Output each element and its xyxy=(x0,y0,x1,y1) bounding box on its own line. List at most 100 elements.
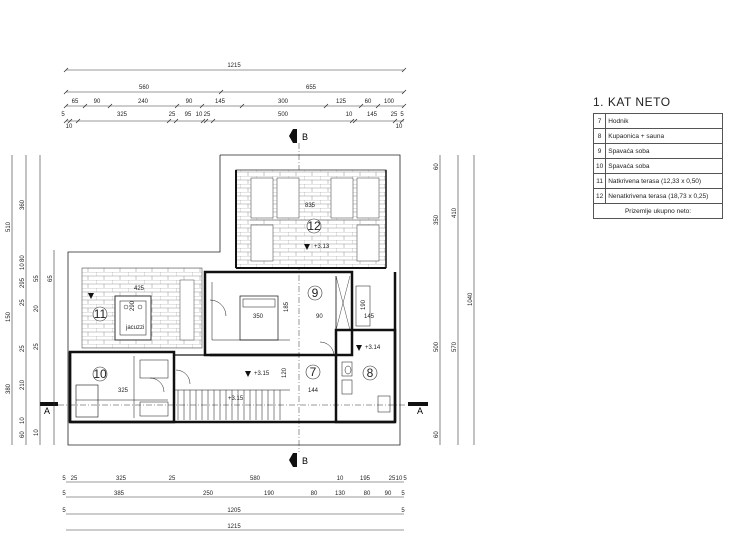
room-10-bedroom xyxy=(68,350,176,424)
dim-bot-5f: 5 xyxy=(401,508,405,514)
legend-num: 10 xyxy=(592,158,607,174)
dim-bot-25b: 25 xyxy=(169,476,176,482)
dim-left-10c: 10 xyxy=(34,429,40,436)
dim-bot-25a: 25 xyxy=(71,476,78,482)
level-313: +3.13 xyxy=(314,244,330,250)
dim-top-25a: 25 xyxy=(169,112,176,118)
room-number-10: 10 xyxy=(93,367,107,381)
legend-total-row: Prizemlje ukupno neto: xyxy=(593,203,723,219)
section-marker-a-left: A xyxy=(40,402,405,416)
dim-190: 190 xyxy=(361,299,367,310)
room-number-8: 8 xyxy=(367,366,374,380)
dim-left-20: 20 xyxy=(34,305,40,312)
room-number-11: 11 xyxy=(94,307,107,321)
dim-bot-580: 580 xyxy=(250,476,261,482)
section-label-b-top: B xyxy=(302,132,308,142)
level-315-a: +3.15 xyxy=(254,371,270,377)
top-dimensions xyxy=(63,67,407,124)
legend-room-name: Natkrivena terasa (12,33 x 0,50) xyxy=(605,173,723,189)
terrace-11: jacuzzi 11 425 290 xyxy=(81,267,203,349)
dim-top-90a: 90 xyxy=(94,99,101,105)
dim-bot-5d: 5 xyxy=(401,491,405,497)
dim-left-25b: 25 xyxy=(20,345,26,352)
room-number-7: 7 xyxy=(310,365,317,379)
left-dimensions xyxy=(11,155,55,445)
dim-top-300: 300 xyxy=(278,99,289,105)
dim-bot-10a: 10 xyxy=(337,476,344,482)
dim-144: 144 xyxy=(308,388,319,394)
legend-row: 10 Spavaća soba xyxy=(592,158,723,174)
jacuzzi-label: jacuzzi xyxy=(125,325,144,331)
dim-top-25b: 25 xyxy=(204,112,211,118)
section-marker-b-bottom: B xyxy=(289,453,308,467)
bottom-dimension-labels: 5 25 325 25 580 10 195 25 10 5 5 385 250… xyxy=(62,476,407,530)
dim-top-325: 325 xyxy=(117,112,128,118)
left-dimension-labels: 510 360 80 10 295 25 150 25 210 380 10 6… xyxy=(6,199,54,438)
dim-top-25c: 25 xyxy=(391,112,398,118)
legend-row: 7 Hodnik xyxy=(592,113,723,129)
dim-left-80: 80 xyxy=(20,255,26,262)
dim-bot-385: 385 xyxy=(114,491,125,497)
dim-right-570: 570 xyxy=(452,341,458,352)
dim-left-150: 150 xyxy=(6,311,12,322)
dim-left-210: 210 xyxy=(20,379,26,390)
dim-bot-5c: 5 xyxy=(62,491,66,497)
exterior-walls xyxy=(68,272,397,424)
dim-top-100: 100 xyxy=(384,99,395,105)
legend-row: 9 Spavaća soba xyxy=(592,143,723,159)
dim-bot-190: 190 xyxy=(264,491,275,497)
dim-bot-1215: 1215 xyxy=(227,524,241,530)
room-number-9: 9 xyxy=(312,286,319,300)
dim-290: 290 xyxy=(130,300,136,311)
dim-left-60: 60 xyxy=(20,431,26,438)
legend-room-name: Spavaća soba xyxy=(605,158,723,174)
dim-bot-25c: 25 xyxy=(389,476,396,482)
dim-835: 835 xyxy=(305,203,316,209)
level-314: +3.14 xyxy=(365,345,381,351)
dim-left-25a: 25 xyxy=(20,299,26,306)
dim-top-90b: 90 xyxy=(186,99,193,105)
dim-top-10a: 10 xyxy=(66,124,73,130)
legend-room-name: Nenatkrivena terasa (18,73 x 0,25) xyxy=(605,188,723,204)
dim-left-65: 65 xyxy=(48,275,54,282)
dim-90: 90 xyxy=(316,314,323,320)
dim-right-410: 410 xyxy=(452,207,458,218)
dim-top-560: 560 xyxy=(139,85,150,91)
dim-top-10d: 10 xyxy=(396,124,403,130)
dim-top-95: 95 xyxy=(185,112,192,118)
dim-bot-90: 90 xyxy=(385,491,392,497)
dim-right-60a: 60 xyxy=(434,163,440,170)
legend-room-name: Spavaća soba xyxy=(605,143,723,159)
legend-row: 12 Nenatkrivena terasa (18,73 x 0,25) xyxy=(592,188,723,204)
building-outline xyxy=(67,154,401,446)
terrace-12: 12 835 +3.13 xyxy=(235,169,387,269)
dim-right-60b: 60 xyxy=(434,431,440,438)
legend-row: 8 Kupaonica + sauna xyxy=(592,128,723,144)
legend-total: Prizemlje ukupno neto: xyxy=(593,203,723,219)
legend-num: 8 xyxy=(592,128,607,144)
section-label-a-left: A xyxy=(44,406,50,416)
dim-top-65: 65 xyxy=(72,99,79,105)
bottom-dimensions xyxy=(66,481,404,531)
dim-left-295: 295 xyxy=(20,277,26,288)
legend-title: 1. KAT NETO xyxy=(593,95,671,109)
legend-num: 7 xyxy=(592,113,607,129)
dim-bot-5a: 5 xyxy=(62,476,66,482)
dim-top-240: 240 xyxy=(138,99,149,105)
legend-num: 11 xyxy=(592,173,607,189)
section-marker-b-top: B xyxy=(289,129,308,452)
dim-left-25c: 25 xyxy=(34,343,40,350)
dim-bot-10b: 10 xyxy=(396,476,403,482)
room-number-12: 12 xyxy=(307,219,321,233)
dim-top-10c: 10 xyxy=(346,112,353,118)
section-label-b-bottom: B xyxy=(302,456,308,466)
dim-top-145: 145 xyxy=(215,99,226,105)
dim-145: 145 xyxy=(364,314,375,320)
dim-bot-1205: 1205 xyxy=(227,508,241,514)
dim-top-5a: 5 xyxy=(61,112,65,118)
dim-right-350: 350 xyxy=(434,214,440,225)
level-315-b: +3.15 xyxy=(228,396,244,402)
dim-425: 425 xyxy=(134,286,145,292)
room-9-bedroom xyxy=(203,270,354,357)
